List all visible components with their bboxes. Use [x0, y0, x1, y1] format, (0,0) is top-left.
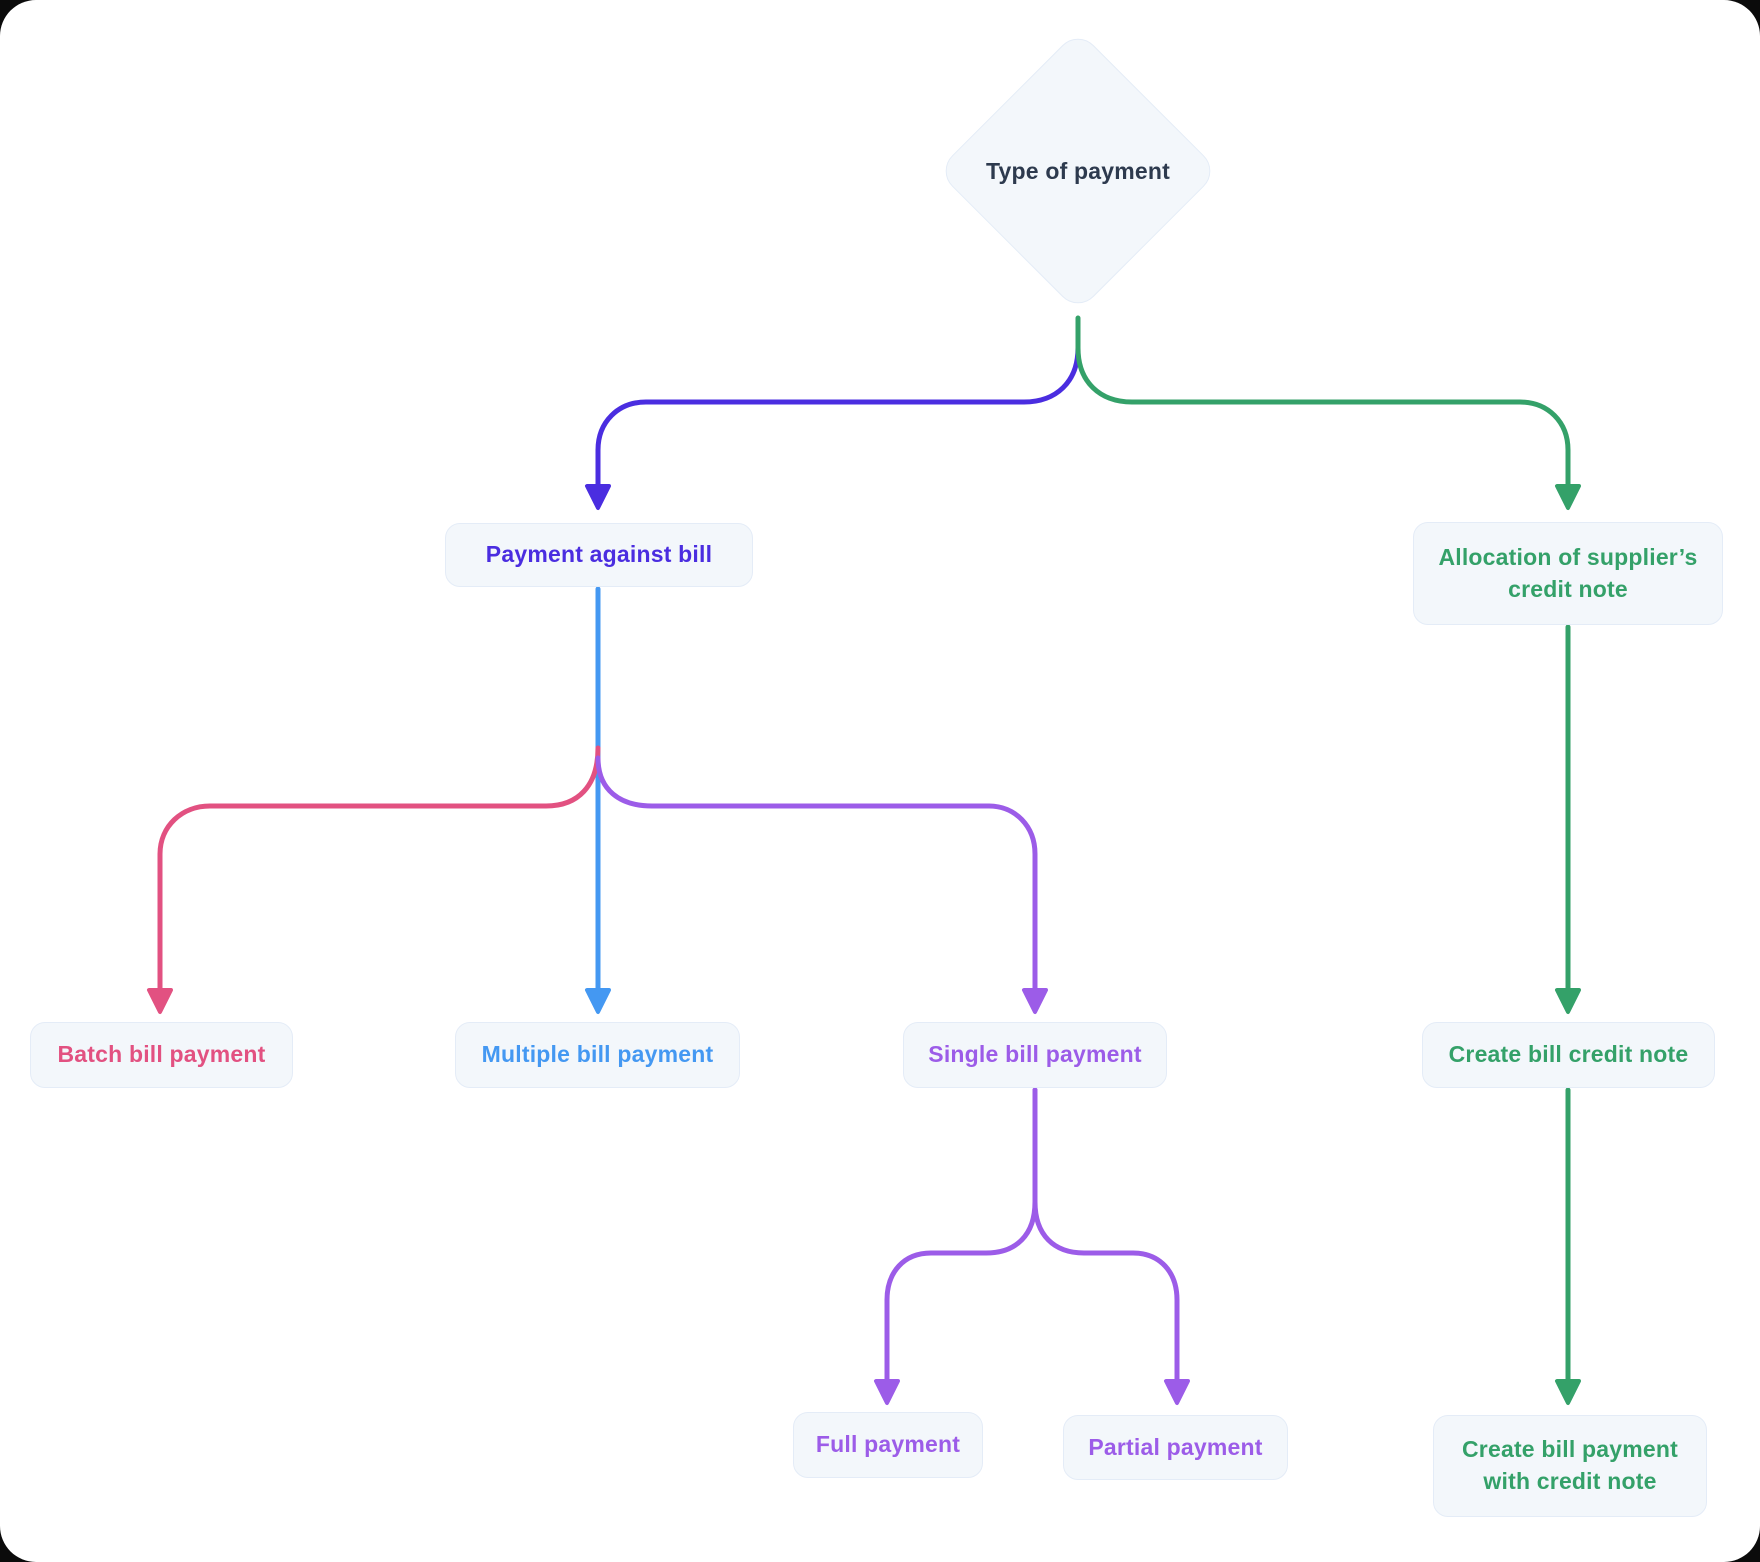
node-batch-bill-payment: Batch bill payment — [30, 1022, 293, 1088]
arrowhead-credit-note — [1555, 988, 1581, 1014]
node-create-bill-credit-note: Create bill credit note — [1422, 1022, 1715, 1088]
arrowhead-allocation — [1555, 484, 1581, 510]
edge-payment-to-batch — [157, 745, 601, 993]
node-type-of-payment-label: Type of payment — [985, 157, 1171, 184]
arrowhead-single — [1022, 988, 1048, 1014]
edge-single-to-full — [884, 1087, 1038, 1384]
edge-single-to-partial — [1032, 1087, 1180, 1384]
arrowhead-multiple — [585, 988, 611, 1014]
arrowhead-partial — [1164, 1379, 1190, 1405]
node-allocation-supplier-credit-note: Allocation of supplier’s credit note — [1413, 522, 1723, 625]
edge-root-to-payment — [595, 345, 1081, 489]
arrowhead-bill-payment — [1555, 1379, 1581, 1405]
node-type-of-payment: Type of payment — [936, 29, 1220, 313]
node-full-payment: Full payment — [793, 1412, 983, 1478]
node-partial-payment: Partial payment — [1063, 1415, 1288, 1480]
arrowhead-full — [874, 1379, 900, 1405]
node-multiple-bill-payment: Multiple bill payment — [455, 1022, 740, 1088]
arrowhead-payment — [585, 484, 611, 510]
edge-root-to-allocation — [1075, 315, 1571, 489]
node-create-bill-payment-with-credit-note: Create bill payment with credit note — [1433, 1415, 1707, 1517]
arrowhead-batch — [147, 988, 173, 1014]
node-single-bill-payment: Single bill payment — [903, 1022, 1167, 1088]
node-payment-against-bill: Payment against bill — [445, 523, 753, 587]
edge-payment-to-single — [595, 755, 1038, 993]
